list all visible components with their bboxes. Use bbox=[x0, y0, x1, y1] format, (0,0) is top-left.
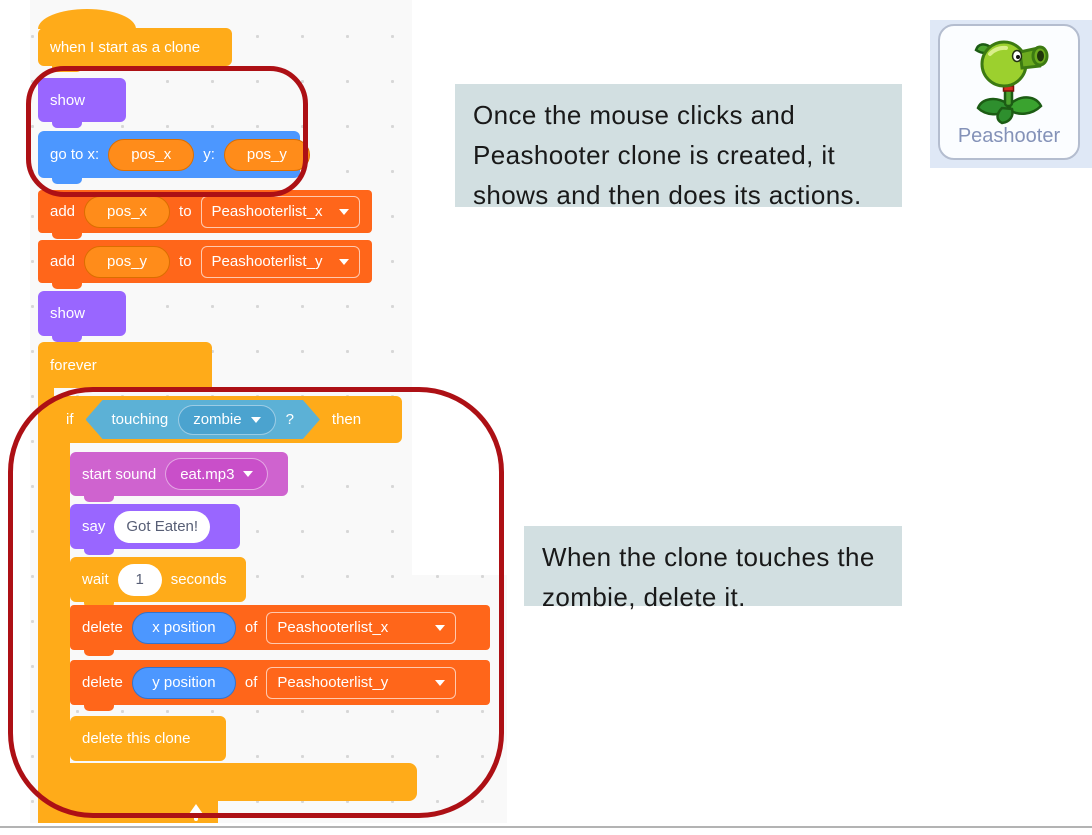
dropdown-arrow-icon bbox=[339, 208, 349, 215]
block-label: start sound bbox=[82, 465, 157, 483]
variable-pos-x[interactable]: pos_x bbox=[84, 195, 171, 228]
block-label: show bbox=[50, 305, 86, 322]
list-name: Peashooterlist_y bbox=[277, 674, 389, 691]
red-annotation-oval-1 bbox=[26, 66, 308, 197]
block-label: add bbox=[50, 203, 76, 220]
wait-value-input[interactable]: 1 bbox=[117, 563, 162, 596]
block-start-sound[interactable]: start sound eat.mp3 bbox=[70, 452, 288, 502]
block-label: add bbox=[50, 253, 76, 270]
list-name: Peashooterlist_x bbox=[211, 203, 323, 220]
forever-left-column[interactable] bbox=[38, 386, 54, 802]
block-delete-this-clone[interactable]: delete this clone bbox=[70, 716, 226, 761]
list-dropdown-x[interactable]: Peashooterlist_x bbox=[266, 611, 457, 644]
block-label: delete bbox=[82, 674, 123, 691]
block-show-2[interactable]: show bbox=[38, 291, 126, 342]
block-forever[interactable]: forever bbox=[38, 342, 212, 388]
dropdown-arrow-icon bbox=[243, 471, 254, 477]
block-label: go to x: bbox=[50, 146, 100, 163]
block-label: delete bbox=[82, 619, 123, 636]
block-delete-from-list-x[interactable]: delete x position of Peashooterlist_x bbox=[70, 605, 490, 656]
block-label: say bbox=[82, 518, 106, 535]
callout-clone-created: Once the mouse clicks and Peashooter clo… bbox=[455, 84, 902, 210]
block-label: of bbox=[244, 674, 258, 691]
sprite-panel: Peashooter bbox=[930, 20, 1092, 168]
sound-dropdown[interactable]: eat.mp3 bbox=[165, 458, 269, 490]
reporter-y-position[interactable]: y position bbox=[131, 666, 236, 699]
block-label: delete this clone bbox=[82, 730, 191, 747]
bottom-divider bbox=[0, 826, 1092, 828]
dropdown-arrow-icon bbox=[339, 258, 349, 265]
block-label: seconds bbox=[170, 571, 227, 588]
block-label: to bbox=[179, 203, 192, 220]
dropdown-arrow-icon bbox=[435, 679, 446, 686]
reporter-x-position[interactable]: x position bbox=[131, 611, 236, 644]
list-dropdown-y[interactable]: Peashooterlist_y bbox=[266, 666, 457, 699]
if-bottom-bar[interactable] bbox=[54, 763, 417, 801]
block-label: then bbox=[331, 411, 362, 428]
list-name: Peashooterlist_y bbox=[211, 253, 323, 270]
if-left-column[interactable] bbox=[54, 443, 70, 763]
boolean-touching-zombie[interactable]: touching zombie ? bbox=[86, 400, 320, 439]
block-label: when I start as a clone bbox=[50, 38, 201, 56]
block-label: wait bbox=[82, 571, 109, 588]
callout-touch-zombie: When the clone touches the zombie, delet… bbox=[524, 526, 902, 612]
block-label: forever bbox=[50, 356, 97, 374]
block-go-to-xy[interactable]: go to x: pos_x y: pos_y bbox=[38, 131, 310, 184]
sprite-card-peashooter[interactable]: Peashooter bbox=[938, 24, 1080, 160]
block-label: of bbox=[244, 619, 258, 636]
block-label: to bbox=[179, 253, 192, 270]
block-say[interactable]: say Got Eaten! bbox=[70, 504, 240, 555]
block-when-i-start-as-a-clone[interactable]: when I start as a clone bbox=[38, 9, 232, 72]
list-dropdown-y[interactable]: Peashooterlist_y bbox=[200, 245, 360, 278]
block-wait[interactable]: wait 1 seconds bbox=[70, 557, 246, 608]
touching-target-dropdown[interactable]: zombie bbox=[178, 405, 275, 435]
variable-pos-y[interactable]: pos_y bbox=[84, 245, 171, 278]
block-add-to-list-x[interactable]: add pos_x to Peashooterlist_x bbox=[38, 190, 372, 239]
block-if-then[interactable]: if touching zombie ? then bbox=[54, 396, 402, 443]
block-label: ? bbox=[285, 411, 294, 428]
block-label: touching bbox=[111, 411, 169, 428]
dropdown-value: zombie bbox=[193, 411, 242, 428]
sprite-name-label: Peashooter bbox=[957, 125, 1061, 147]
list-name: Peashooterlist_x bbox=[277, 619, 389, 636]
block-label: y: bbox=[203, 146, 215, 163]
variable-pos-x[interactable]: pos_x bbox=[108, 138, 195, 171]
peashooter-image bbox=[974, 40, 1049, 125]
dropdown-arrow-icon bbox=[435, 624, 446, 631]
dropdown-value: eat.mp3 bbox=[180, 465, 235, 483]
block-delete-from-list-y[interactable]: delete y position of Peashooterlist_y bbox=[70, 660, 490, 711]
say-text-input[interactable]: Got Eaten! bbox=[114, 510, 211, 543]
block-add-to-list-y[interactable]: add pos_y to Peashooterlist_y bbox=[38, 240, 372, 289]
list-dropdown-x[interactable]: Peashooterlist_x bbox=[200, 195, 360, 228]
dropdown-arrow-icon bbox=[251, 417, 261, 423]
red-annotation-oval-2 bbox=[8, 387, 504, 818]
